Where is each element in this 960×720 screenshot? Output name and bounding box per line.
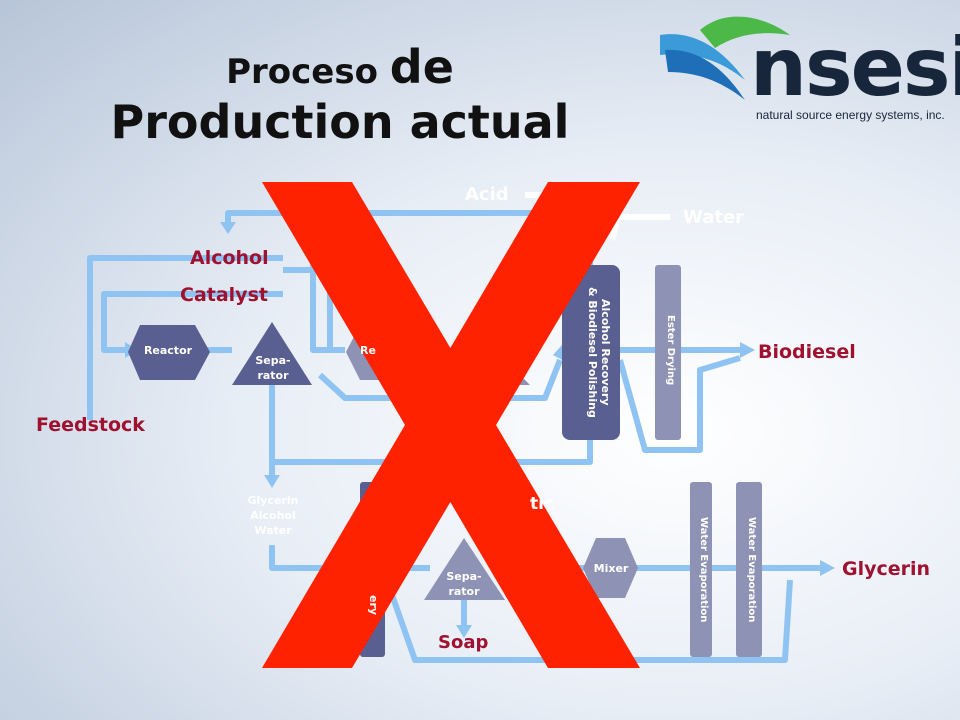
logo-wordmark: nsesi <box>750 21 960 114</box>
mixer-label: Mixer <box>593 562 629 575</box>
glycerin-stream-label: Glycerin Alcohol Water <box>247 494 299 537</box>
water-label: Water <box>683 207 745 228</box>
acidic-partial-label: tic <box>530 494 555 514</box>
water-evaporation-column-2 <box>736 482 762 657</box>
alcohol-recovery-column <box>562 265 620 440</box>
big-x-overlay <box>262 182 640 668</box>
soap-label: Soap <box>438 632 489 653</box>
ester-drying-label: Ester Drying <box>665 314 676 386</box>
separator-lower-label: Sepa- rator <box>446 570 482 598</box>
separator-label: Sepa- rator <box>255 354 291 382</box>
water-evaporation-column-1 <box>690 482 712 657</box>
title-line1-b: de <box>389 40 454 94</box>
glycerin-label: Glycerin <box>842 558 931 580</box>
logo-tagline: natural source energy systems, inc. <box>756 108 945 122</box>
title-line1-a: Proceso <box>226 52 390 92</box>
nsesi-logo-icon <box>660 16 790 100</box>
reactor-shape <box>128 325 210 380</box>
acid-label: Acid <box>465 184 509 205</box>
alcohol-label: Alcohol <box>190 247 269 269</box>
catalyst-label: Catalyst <box>180 284 268 306</box>
reactor-label: Reactor <box>143 344 193 357</box>
water-evaporation-label-1: Water Evaporation <box>698 517 709 623</box>
reactor2-label: Re <box>360 344 376 357</box>
alcohol-recovery-label: Alcohol Recovery & Biodiesel Polishing <box>585 287 612 418</box>
feedstock-label: Feedstock <box>36 414 145 436</box>
page-title: Proceso de Production actual <box>110 40 570 150</box>
title-line2: Production actual <box>110 95 570 150</box>
mixer-shape <box>583 538 638 598</box>
separator-lower-shape <box>424 538 505 600</box>
water-evaporation-label-2: Water Evaporation <box>746 517 757 623</box>
separator-shape <box>232 322 312 385</box>
ester-drying-column <box>655 265 681 440</box>
recovery-column-label: ery <box>367 594 380 616</box>
biodiesel-label: Biodiesel <box>758 341 856 363</box>
